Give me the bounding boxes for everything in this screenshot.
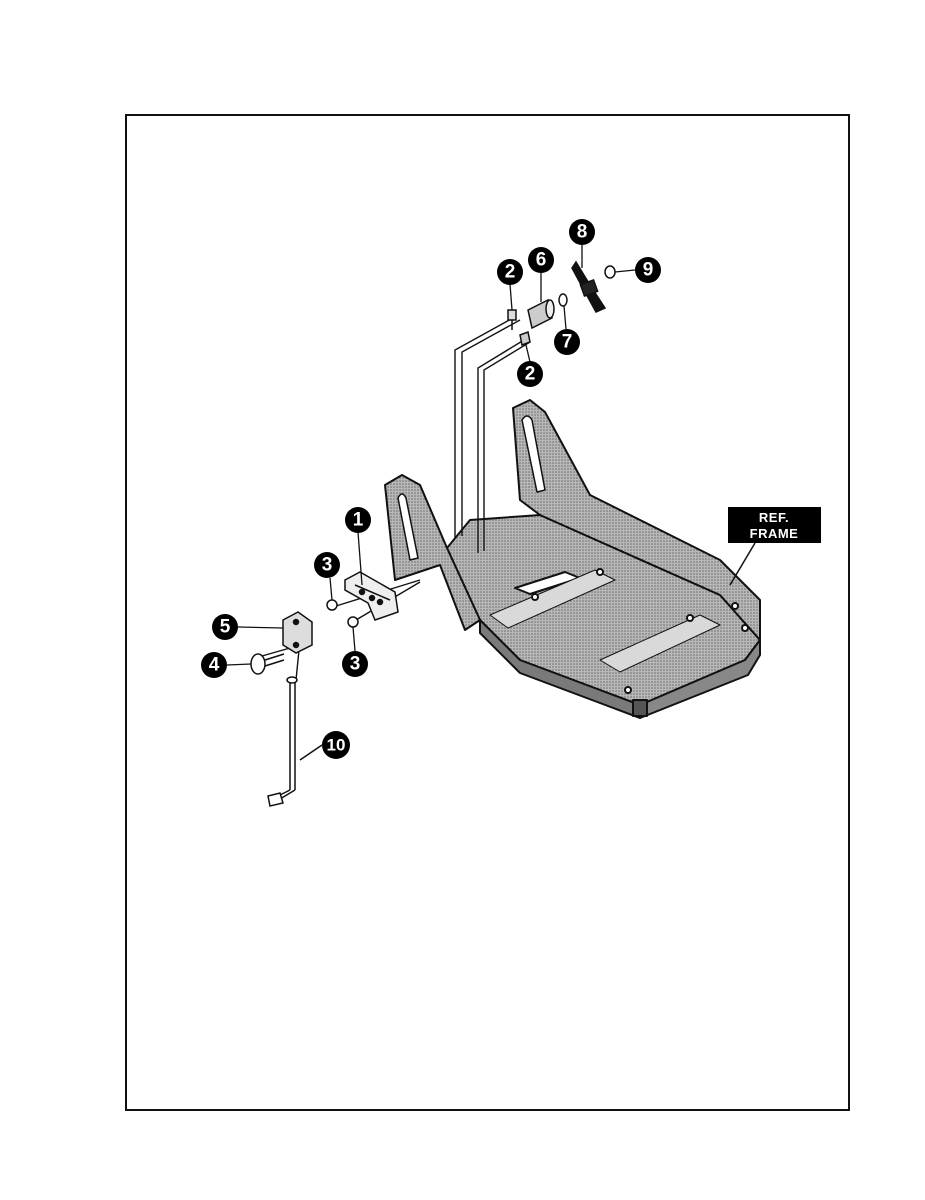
callout-7: 7 xyxy=(554,305,580,355)
spacer-6 xyxy=(527,298,555,330)
rod-10 xyxy=(267,676,323,807)
callout-1: 1 xyxy=(345,507,371,586)
ref-frame-line2: FRAME xyxy=(750,526,799,541)
callout-3-lower-label: 3 xyxy=(350,654,361,675)
callout-2-top: 2 xyxy=(497,259,523,311)
wing-knob-8 xyxy=(571,260,607,313)
callout-9: 9 xyxy=(614,257,661,283)
frame-base-panel xyxy=(489,569,616,629)
page-border xyxy=(125,114,850,1111)
callout-6: 6 xyxy=(528,247,554,302)
callout-4-label: 4 xyxy=(209,655,220,676)
nut-3-lower xyxy=(347,616,359,628)
callout-10: 10 xyxy=(322,731,350,759)
washer-7 xyxy=(558,293,568,307)
nut-9 xyxy=(604,265,616,279)
screw-2-lower xyxy=(519,330,531,347)
frame-right-flange xyxy=(639,639,761,719)
callout-2-top-label: 2 xyxy=(505,262,516,283)
bracket-1 xyxy=(344,571,399,621)
frame-bottom-tab xyxy=(632,699,648,717)
callout-1-label: 1 xyxy=(353,510,364,531)
callout-9-label: 9 xyxy=(643,260,654,281)
frame-left-slot xyxy=(397,493,419,561)
callout-3-lower: 3 xyxy=(342,626,368,677)
bolt-4 xyxy=(250,653,285,675)
callouts: 1 2 2 3 3 4 5 xyxy=(201,219,661,759)
callout-2-lower: 2 xyxy=(517,344,543,387)
callout-10-label: 10 xyxy=(327,736,346,755)
callout-8: 8 xyxy=(569,219,595,268)
frame-right-slot xyxy=(521,415,546,493)
callout-5: 5 xyxy=(212,614,284,640)
callout-3-upper-label: 3 xyxy=(322,555,333,576)
frame xyxy=(384,399,761,719)
top-hardware xyxy=(507,260,616,347)
bracket-5 xyxy=(282,611,313,654)
frame-right-upright xyxy=(512,399,761,641)
callout-8-label: 8 xyxy=(577,222,588,243)
callout-6-label: 6 xyxy=(536,250,547,271)
callout-3-upper: 3 xyxy=(314,552,340,601)
callout-7-label: 7 xyxy=(562,332,573,353)
callout-4: 4 xyxy=(201,652,252,678)
frame-base-panel xyxy=(599,614,721,673)
nut-3-upper xyxy=(326,599,338,611)
left-hardware xyxy=(250,571,399,807)
ref-frame-line1: REF. xyxy=(759,510,789,525)
callout-5-label: 5 xyxy=(220,617,231,638)
ref-frame-label: REF. FRAME xyxy=(728,507,821,586)
callout-2-lower-label: 2 xyxy=(525,364,536,385)
screw-2-top xyxy=(507,309,517,330)
